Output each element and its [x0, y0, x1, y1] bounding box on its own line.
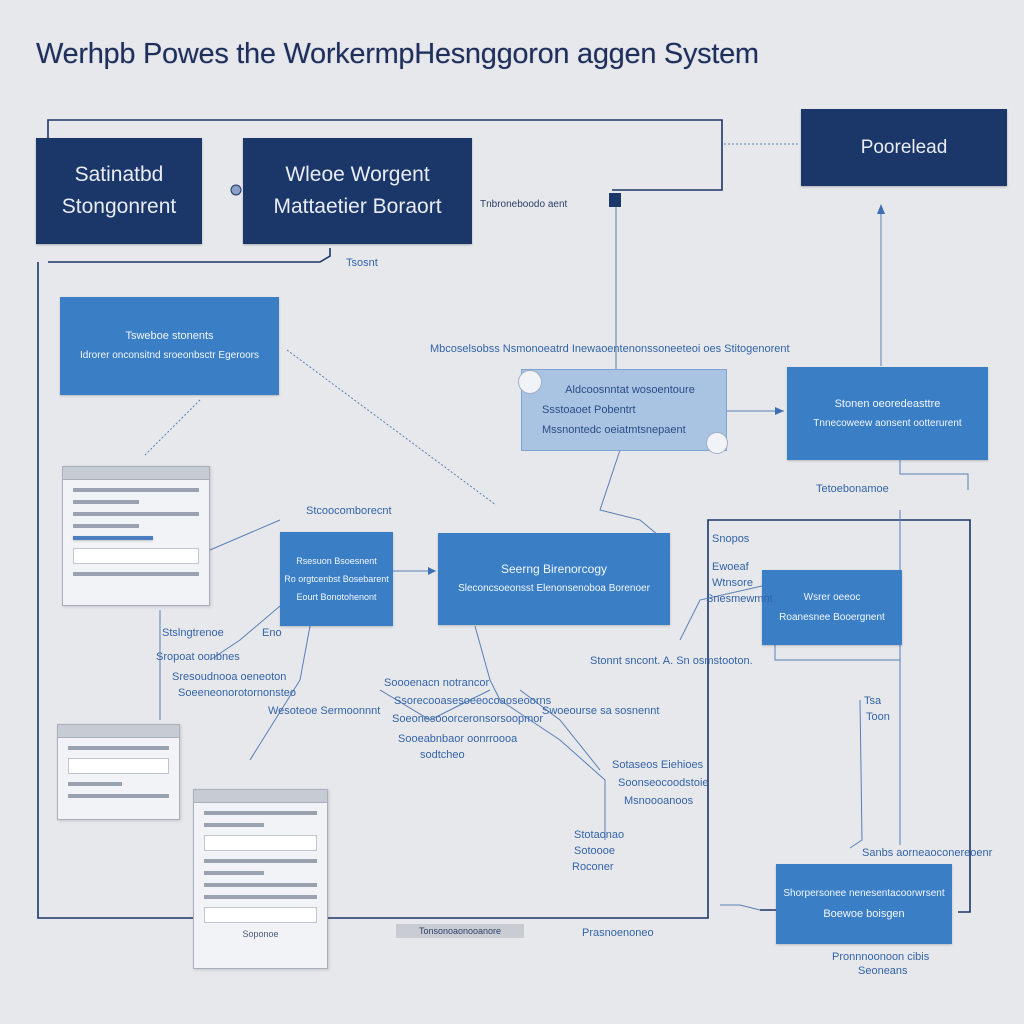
window-panel-left[interactable]	[62, 466, 210, 606]
panel-line	[73, 572, 199, 576]
base-bar: Tonsonoaonooanore	[396, 924, 524, 938]
panel-line	[68, 794, 169, 798]
panel-line	[73, 524, 139, 528]
panel-line	[73, 512, 199, 516]
panel-line	[204, 859, 317, 863]
window-panel-bottom-caption: Soponoe	[242, 929, 279, 939]
panel-line	[204, 823, 264, 827]
label-mid-c7: Roconer	[572, 861, 614, 873]
panel-line	[68, 746, 169, 750]
pale-box-node-left	[518, 370, 542, 394]
panel-input-field[interactable]	[204, 835, 317, 851]
blue-box-small-line1: Rsesuon Bsoesnent	[296, 556, 377, 566]
label-mid-c1: Swoeourse sa sosnennt	[542, 705, 660, 717]
blue-box-center-line1: Seerng Birenorcogy	[500, 562, 608, 576]
label-right-far-2: Toon	[866, 711, 890, 723]
navy-box-right[interactable]: Poorelead	[801, 109, 1007, 186]
window-panel-left-titlebar	[63, 467, 209, 480]
panel-line	[68, 782, 123, 786]
navy-box-center[interactable]: Wleoe Worgent Mattaetier Boraort	[243, 138, 472, 244]
panel-line	[204, 811, 317, 815]
label-center-b: Ssorecooasesoeeocoaoseoorns	[394, 695, 552, 707]
navy-box-center-line1: Wleoe Worgent	[285, 163, 430, 186]
label-center-e: sodtcheo	[420, 749, 465, 761]
label-right-mid-3: Wtnsore	[712, 577, 753, 589]
label-left-d: Sresoudnooa oeneoton	[172, 671, 287, 683]
pale-box-node-right	[706, 432, 728, 454]
label-left-b: Eno	[262, 627, 282, 639]
blue-box-left-line2: Idrorer onconsitnd sroeonbsctr Egeroors	[80, 350, 259, 361]
label-mid-long: Mbcoselsobss Nsmonoeatrd Inewaoentenonss…	[430, 343, 790, 355]
window-panel-bottom[interactable]: Soponoe	[193, 789, 328, 969]
window-panel-left-lower-titlebar	[58, 725, 179, 738]
panel-input-field[interactable]	[68, 758, 169, 774]
pale-box-line3: Mssnontedc oeiatmtsnepaent	[542, 424, 686, 436]
navy-box-left-line1: Satinatbd	[74, 163, 164, 186]
navy-box-left[interactable]: Satinatbd Stongonrent	[36, 138, 202, 244]
panel-line	[204, 871, 264, 875]
panel-input-field[interactable]	[73, 548, 199, 564]
blue-box-small[interactable]: Rsesuon Bsoesnent Ro orgtcenbst Bosebare…	[280, 532, 393, 626]
label-mid-right-long: Stonnt sncont. A. Sn osmstooton.	[590, 655, 753, 667]
label-sub-navy: Tsosnt	[346, 257, 378, 269]
window-panel-bottom-titlebar	[194, 790, 327, 803]
label-right-mid-4: Snesmewmnt	[706, 593, 773, 605]
panel-line	[73, 536, 154, 540]
blue-box-right-line1: Stonen oeoredeasttre	[834, 397, 941, 410]
blue-box-bottom-line2: Boewoe boisgen	[823, 908, 905, 920]
blue-box-center-line2: Sleconcsoeonsst Elenonsenoboa Borenoer	[458, 583, 650, 594]
blue-box-far-right[interactable]: Wsrer oeeoc Roanesnee Booergnent	[762, 570, 902, 645]
blue-box-bottom-line1: Shorpersonee nenesentacoorwrsent	[783, 888, 945, 899]
label-bottom-center: Prasnoenoneo	[582, 927, 654, 939]
label-center-a: Soooenacn notrancor	[384, 677, 490, 689]
label-left-a: Stslngtrenoe	[162, 627, 224, 639]
navy-box-center-line2: Mattaetier Boraort	[273, 195, 442, 218]
label-center-c: Soeonesooorceronsorsoopmor	[392, 713, 544, 725]
blue-box-far-right-line1: Wsrer oeeoc	[803, 591, 861, 603]
label-right-mid-2: Ewoeaf	[712, 561, 749, 573]
label-center-d: Sooeabnbaor oonrroooa	[398, 733, 518, 745]
blue-box-left[interactable]: Tsweboe stonents Idrorer onconsitnd sroe…	[60, 297, 279, 395]
panel-line	[73, 500, 139, 504]
label-mid-c6: Sotoooe	[574, 845, 615, 857]
navy-box-right-label: Poorelead	[860, 136, 948, 158]
navy-box-left-line2: Stongonrent	[61, 195, 177, 218]
pale-box-line1: Aldcoosnntat wosoentoure	[565, 384, 695, 396]
page-title: Werhpb Powes the WorkermpHesnggoron agge…	[36, 38, 759, 70]
label-left-f: Wesoteoe Sermoonnnt	[268, 705, 381, 717]
blue-box-bottom[interactable]: Shorpersonee nenesentacoorwrsent Boewoe …	[776, 864, 952, 944]
panel-line	[204, 895, 317, 899]
pale-box[interactable]: Aldcoosnntat wosoentoure Ssstoaoet Poben…	[521, 369, 727, 451]
label-mid-c5: Stotaonao	[574, 829, 625, 841]
blue-box-right[interactable]: Stonen oeoredeasttre Tnnecoweew aonsent …	[787, 367, 988, 460]
label-mid-c2: Sotaseos Eiehioes	[612, 759, 704, 771]
blue-box-left-line1: Tsweboe stonents	[125, 330, 214, 342]
label-right-far-3: Sanbs aorneaoconereoenr	[862, 847, 993, 859]
label-right-connector: Tetoebonamoe	[816, 483, 889, 495]
blue-box-far-right-line2: Roanesnee Booergnent	[779, 611, 885, 623]
panel-line	[204, 883, 317, 887]
label-bottom-right-1: Pronnnoonoon cibis	[832, 951, 930, 963]
blue-box-center[interactable]: Seerng Birenorcogy Sleconcsoeonsst Eleno…	[438, 533, 670, 625]
panel-line	[73, 488, 199, 492]
label-right-far-1: Tsa	[864, 695, 882, 707]
pale-box-line2: Ssstoaoet Pobentrt	[542, 404, 636, 416]
panel-input-field[interactable]	[204, 907, 317, 923]
label-right-mid-1: Snopos	[712, 533, 750, 545]
label-top-connector: Tnbroneboodo aent	[480, 199, 568, 210]
label-mid-c4: Msnoooanoos	[624, 795, 694, 807]
blue-box-right-line2: Tnnecoweew aonsent ootterurent	[813, 417, 962, 429]
blue-box-small-line3: Eourt Bonotohenont	[296, 592, 377, 602]
label-center-top: Stcoocomborecnt	[306, 505, 392, 517]
label-left-e: Soeeneonorotornonsteo	[178, 687, 297, 699]
label-left-c: Sropoat oonbnes	[156, 651, 240, 663]
blue-box-small-line2: Ro orgtcenbst Bosebarent	[284, 574, 389, 584]
window-panel-left-lower[interactable]	[57, 724, 180, 820]
label-bottom-right-2: Seoneans	[858, 965, 908, 977]
label-mid-c3: Soonseocoodstoie	[618, 777, 709, 789]
